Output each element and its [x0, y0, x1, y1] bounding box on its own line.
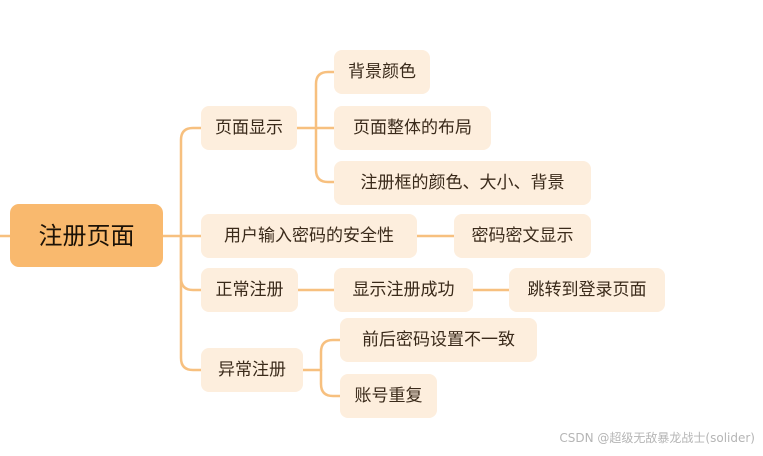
leaf-page-layout[interactable]: 页面整体的布局 — [334, 106, 491, 150]
leaf-password-masked[interactable]: 密码密文显示 — [454, 214, 591, 258]
branch-password-security[interactable]: 用户输入密码的安全性 — [201, 214, 417, 258]
csdn-watermark: CSDN @超级无敌暴龙战士(solider) — [559, 431, 755, 445]
leaf-register-success[interactable]: 显示注册成功 — [334, 268, 473, 312]
leaf-password-mismatch[interactable]: 前后密码设置不一致 — [340, 318, 537, 362]
branch-abnormal-register[interactable]: 异常注册 — [201, 348, 303, 392]
leaf-duplicate-account[interactable]: 账号重复 — [340, 374, 437, 418]
root-node[interactable]: 注册页面 — [10, 204, 163, 267]
branch-normal-register[interactable]: 正常注册 — [201, 268, 298, 312]
leaf-background-color[interactable]: 背景颜色 — [334, 50, 430, 94]
leaf-redirect-login[interactable]: 跳转到登录页面 — [509, 268, 665, 312]
branch-page-display[interactable]: 页面显示 — [201, 106, 297, 150]
leaf-register-box-style[interactable]: 注册框的颜色、大小、背景 — [334, 161, 591, 205]
